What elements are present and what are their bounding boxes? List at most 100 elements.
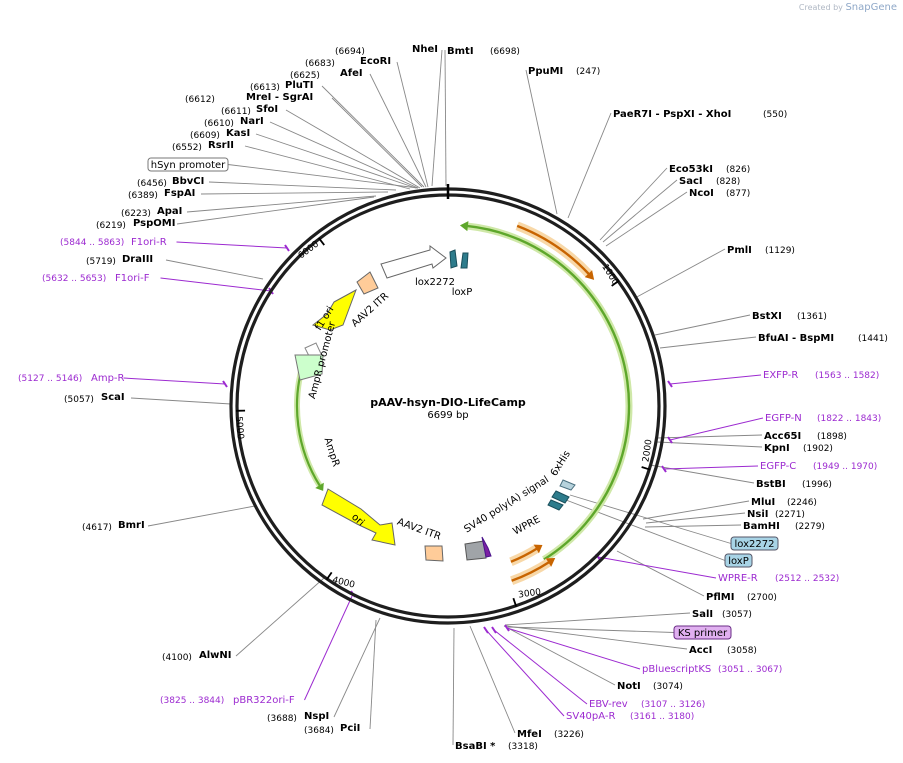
enzyme-name: NheI: [412, 44, 438, 55]
enzyme-leader: [285, 109, 421, 189]
lox2272-glyph: [449, 249, 458, 269]
enzyme-leader: [656, 434, 763, 439]
enzyme-leader: [504, 612, 691, 626]
primer-site: SV40pA-R(3161 .. 3180): [566, 711, 694, 722]
enzyme-name: SacI: [679, 176, 703, 187]
enzyme-site: (6610)NarI: [204, 116, 264, 129]
enzyme-leader: [644, 524, 742, 528]
bp-tick-label: 5000: [233, 416, 245, 440]
primer-site: WPRE-R(2512 .. 2532): [718, 573, 839, 584]
aav2-itr-right: [424, 545, 444, 562]
enzyme-site: (5057)ScaI: [64, 392, 125, 405]
enzyme-site: (4617)BmrI: [82, 520, 145, 533]
enzyme-name: BbvCI: [172, 176, 204, 187]
primer-range: (3107 .. 3126): [641, 700, 705, 710]
enzyme-site: NcoI(877): [689, 188, 750, 199]
enzyme-site: (5719)DraIII: [86, 254, 153, 267]
primer-tick: [504, 624, 510, 632]
primer-name: F1ori-R: [131, 237, 167, 248]
enzyme-leader: [654, 314, 751, 336]
primer-leader: [304, 593, 354, 701]
primer-leader: [485, 629, 565, 717]
enzyme-leader: [165, 259, 264, 280]
enzyme-leader: [255, 133, 417, 189]
enzyme-position: (6552): [172, 143, 202, 153]
enzyme-site: (6456)BbvCI: [137, 176, 204, 189]
enzyme-name: Eco53kI: [669, 164, 713, 175]
feature-label: loxP: [452, 287, 473, 298]
feature-callout-label: hSyn promoter: [151, 160, 226, 171]
enzyme-leader: [147, 505, 256, 527]
loxp-glyph: [460, 252, 469, 269]
enzyme-position: (247): [576, 67, 600, 77]
primer-range: (1949 .. 1970): [813, 462, 877, 472]
primer-range: (3051 .. 3067): [718, 665, 782, 675]
enzyme-site: (6694)NheI: [335, 44, 438, 57]
primer-site: F1ori-R(5844 .. 5863): [60, 237, 167, 248]
hsyn-promoter-arrow: [380, 245, 447, 279]
enzyme-position: (1441): [858, 334, 888, 344]
enzyme-position: (6625): [290, 71, 320, 81]
enzyme-name: NcoI: [689, 188, 714, 199]
enzyme-position: (5057): [64, 395, 94, 405]
enzyme-site: PpuMI(247): [528, 66, 600, 77]
enzyme-site: (6609)KasI: [190, 128, 250, 141]
enzyme-name: MluI: [751, 497, 775, 508]
bp-tick: [641, 466, 651, 471]
enzyme-leader: [396, 61, 429, 188]
enzyme-position: (1996): [802, 480, 832, 490]
enzyme-leader: [235, 577, 325, 657]
enzyme-position: (550): [763, 110, 787, 120]
bp-tick: [611, 279, 620, 287]
enzyme-name: MfeI: [517, 729, 542, 740]
enzyme-name: BstXI: [752, 311, 782, 322]
enzyme-site: BstBI(1996): [756, 479, 832, 490]
f1-ori: [311, 288, 357, 331]
primer-tick: [284, 244, 290, 252]
enzyme-leader: [634, 248, 726, 299]
enzyme-leader: [130, 397, 232, 405]
bp-tick: [318, 237, 325, 246]
enzyme-name: BsaBI *: [455, 741, 496, 752]
primer-range: (1822 .. 1843): [817, 414, 881, 424]
primer-tick: [667, 436, 673, 444]
primer-tick: [667, 380, 673, 388]
primer-range: (1563 .. 1582): [815, 371, 879, 381]
enzyme-name: Acc65I: [764, 431, 801, 442]
enzyme-position: (3688): [267, 714, 297, 724]
feature-callout-label: lox2272: [735, 539, 775, 550]
enzyme-name: BmtI: [447, 46, 474, 57]
enzyme-site: (6552)RsrII: [172, 140, 234, 153]
enzyme-site: (3688)NspI: [267, 711, 329, 724]
enzyme-leader: [642, 500, 750, 520]
enzyme-site: BsaBI *(3318): [455, 741, 538, 752]
primer-name: EGFP-C: [760, 461, 796, 472]
enzyme-leader: [503, 625, 616, 686]
enzyme-name: BfuAI - BspMI: [758, 333, 834, 344]
feature-callout-label: loxP: [728, 556, 749, 567]
enzyme-site: BmtI(6698): [447, 46, 520, 57]
bp-tick-label: 2000: [641, 438, 654, 462]
primer-range: (3161 .. 3180): [630, 712, 694, 722]
primer-site: EGFP-N(1822 .. 1843): [765, 413, 881, 424]
primer-leader: [506, 627, 641, 670]
enzyme-leader: [186, 195, 377, 213]
enzyme-leader: [525, 69, 558, 215]
enzyme-position: (6223): [121, 209, 151, 219]
bp-tick-label: 1000: [599, 263, 620, 288]
feature-label: SV40 poly(A) signal: [462, 474, 551, 535]
primer-name: WPRE-R: [718, 573, 758, 584]
wpre2-orange-arc: [511, 560, 550, 582]
enzyme-position: (2700): [747, 593, 777, 603]
feature-label: AAV2 ITR: [350, 291, 391, 330]
primer-leader: [493, 629, 588, 705]
primer-site: EXFP-R(1563 .. 1582): [763, 370, 879, 381]
enzyme-site: SalI(3057): [692, 609, 752, 620]
primer-tick: [483, 626, 489, 634]
enzyme-position: (6612): [185, 95, 215, 105]
feature-label: WPRE: [511, 514, 542, 537]
feature-callout-leader: [227, 164, 419, 189]
enzyme-name: KpnI: [764, 443, 790, 454]
primer-site: Amp-R(5127 .. 5146): [18, 373, 125, 384]
